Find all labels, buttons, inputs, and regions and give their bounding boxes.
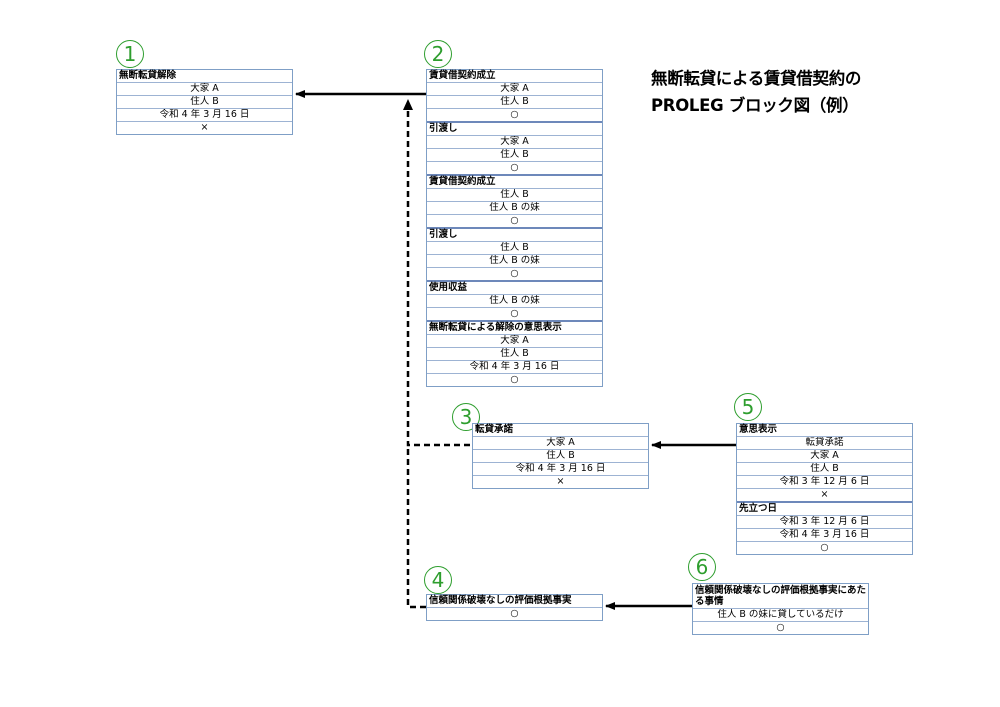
section-title: 賃貸借契約成立 (427, 70, 602, 83)
section-title: 信頼関係破壊なしの評価根拠事実にあたる事情 (693, 585, 868, 609)
block-2-section-6: 無断転貸による解除の意思表示 大家 A 住人 B 令和 4 年 3 月 16 日… (427, 320, 602, 386)
section-row: 大家 A (117, 83, 292, 96)
block-number-2: 2 (424, 40, 452, 68)
section-row: 住人 B の妹に貸しているだけ (693, 609, 868, 622)
section-row: ○ (510, 162, 519, 173)
block-2-section-3: 賃貸借契約成立 住人 B 住人 B の妹 ○ (427, 174, 602, 227)
section-title: 使用収益 (427, 282, 602, 295)
section-row: ○ (820, 542, 829, 553)
section-row: × (556, 476, 565, 487)
section-row: 大家 A (737, 450, 912, 463)
section-row: 住人 B (117, 96, 292, 109)
block-1: 無断転貸解除 大家 A 住人 B 令和 4 年 3 月 16 日 × (116, 69, 293, 135)
block-2-section-5: 使用収益 住人 B の妹 ○ (427, 280, 602, 320)
block-2-section-1: 賃貸借契約成立 大家 A 住人 B ○ (427, 70, 602, 121)
dashed-arrowhead-up (403, 99, 413, 110)
block-2-section-2: 引渡し 大家 A 住人 B ○ (427, 121, 602, 174)
section-title: 無断転貸による解除の意思表示 (427, 322, 602, 335)
block-5-section-2: 先立つ日 令和 3 年 12 月 6 日 令和 4 年 3 月 16 日 ○ (737, 501, 912, 554)
section-row: 住人 B の妹 (427, 202, 602, 215)
section-title: 意思表示 (737, 424, 912, 437)
block-1-section-1: 無断転貸解除 大家 A 住人 B 令和 4 年 3 月 16 日 × (117, 70, 292, 134)
section-row: 大家 A (473, 437, 648, 450)
section-row: ○ (510, 268, 519, 279)
section-row: 大家 A (427, 83, 602, 96)
section-row: 令和 4 年 3 月 16 日 (117, 109, 292, 122)
section-row: ○ (510, 608, 519, 619)
section-row: 住人 B (427, 348, 602, 361)
section-row: ○ (510, 215, 519, 226)
section-row: ○ (510, 109, 519, 120)
section-title: 無断転貸解除 (117, 70, 292, 83)
section-row: × (820, 489, 829, 500)
section-row: 令和 3 年 12 月 6 日 (737, 516, 912, 529)
block-5: 意思表示 転貸承諾 大家 A 住人 B 令和 3 年 12 月 6 日 × 先立… (736, 423, 913, 555)
block-4-section-1: 信頼関係破壊なしの評価根拠事実 ○ (427, 595, 602, 620)
section-title: 転貸承諾 (473, 424, 648, 437)
section-row: × (200, 122, 209, 133)
section-title: 先立つ日 (737, 503, 912, 516)
section-row: ○ (510, 374, 519, 385)
section-row: 令和 4 年 3 月 16 日 (427, 361, 602, 374)
section-row: 住人 B (427, 242, 602, 255)
block-number-4: 4 (424, 566, 452, 594)
diagram-title-line-1: 無断転貸による賃貸借契約の (651, 69, 862, 88)
block-6-section-1: 信頼関係破壊なしの評価根拠事実にあたる事情 住人 B の妹に貸しているだけ ○ (693, 584, 868, 634)
section-title: 賃貸借契約成立 (427, 176, 602, 189)
section-row: 住人 B (473, 450, 648, 463)
block-number-5: 5 (734, 393, 762, 421)
section-row: 大家 A (427, 335, 602, 348)
block-6: 信頼関係破壊なしの評価根拠事実にあたる事情 住人 B の妹に貸しているだけ ○ (692, 583, 869, 635)
block-2-section-4: 引渡し 住人 B 住人 B の妹 ○ (427, 227, 602, 280)
block-4: 信頼関係破壊なしの評価根拠事実 ○ (426, 594, 603, 621)
section-row: 令和 4 年 3 月 16 日 (737, 529, 912, 542)
diagram-title-line-2: PROLEG ブロック図（例） (651, 96, 859, 115)
section-row: 令和 3 年 12 月 6 日 (737, 476, 912, 489)
block-number-6: 6 (688, 553, 716, 581)
section-title: 引渡し (427, 123, 602, 136)
section-title: 信頼関係破壊なしの評価根拠事実 (427, 595, 602, 608)
section-row: 住人 B (737, 463, 912, 476)
block-number-1: 1 (116, 40, 144, 68)
block-2: 賃貸借契約成立 大家 A 住人 B ○ 引渡し 大家 A 住人 B ○ 賃貸借契… (426, 69, 603, 387)
block-number-3: 3 (452, 403, 480, 431)
section-row: 住人 B の妹 (427, 295, 602, 308)
block-3-section-1: 転貸承諾 大家 A 住人 B 令和 4 年 3 月 16 日 × (473, 424, 648, 488)
block-3: 転貸承諾 大家 A 住人 B 令和 4 年 3 月 16 日 × (472, 423, 649, 489)
section-row: ○ (510, 308, 519, 319)
section-row: 住人 B (427, 189, 602, 202)
section-row: 住人 B (427, 96, 602, 109)
section-row: 転貸承諾 (737, 437, 912, 450)
section-row: 住人 B (427, 149, 602, 162)
section-title: 引渡し (427, 229, 602, 242)
block-5-section-1: 意思表示 転貸承諾 大家 A 住人 B 令和 3 年 12 月 6 日 × (737, 424, 912, 501)
diagram-title: 無断転貸による賃貸借契約の PROLEG ブロック図（例） (651, 65, 861, 119)
section-row: 住人 B の妹 (427, 255, 602, 268)
section-row: ○ (776, 622, 785, 633)
section-row: 令和 4 年 3 月 16 日 (473, 463, 648, 476)
section-row: 大家 A (427, 136, 602, 149)
